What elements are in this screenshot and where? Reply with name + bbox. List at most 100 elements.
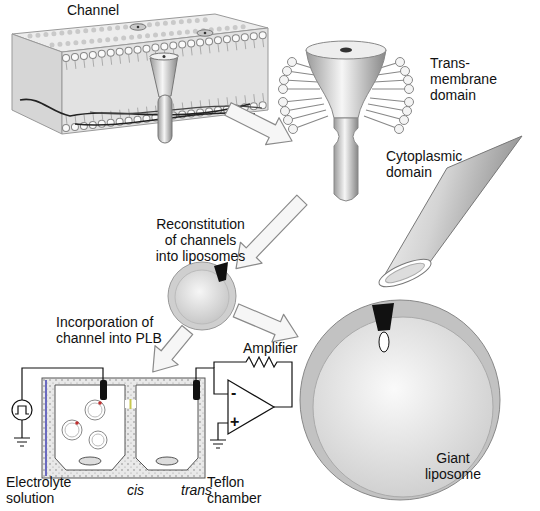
- teflon-chamber: [42, 378, 205, 478]
- lipid-tails: [368, 104, 407, 111]
- lipid-heads: [280, 76, 289, 85]
- teflon-chamber: [85, 400, 105, 420]
- lipid-tails: [283, 98, 322, 102]
- membrane-slab: [137, 26, 140, 29]
- liposome: [168, 262, 236, 330]
- lipid-heads: [405, 98, 414, 107]
- node-text: Channel: [53, 2, 133, 18]
- membrane-slab: [163, 55, 166, 58]
- hollow-arrow: [236, 195, 307, 268]
- lipid-heads: [283, 67, 292, 76]
- membrane-slab: [150, 55, 178, 97]
- lipid-heads: [279, 85, 288, 94]
- circuit: [22, 368, 103, 400]
- teflon-chamber: [65, 423, 79, 437]
- lipid-heads: [279, 98, 288, 107]
- lipid-heads: [404, 76, 413, 85]
- lipid-heads: [279, 58, 414, 134]
- channel-protein: [306, 41, 386, 59]
- hollow-arrow: [225, 103, 292, 145]
- lipid-heads: [400, 116, 409, 125]
- node-text: Teflon chamber: [207, 474, 269, 506]
- amplifier-label: Amplifier: [243, 340, 313, 356]
- teflon-chamber: [125, 400, 136, 408]
- liposome-node: [168, 262, 236, 330]
- membrane-slab: [90, 106, 262, 114]
- teflon-chamber: [156, 457, 178, 465]
- lipid-heads: [405, 85, 414, 94]
- step-label: Incorporation of channel into PLB: [56, 314, 172, 346]
- circuit: [228, 380, 274, 434]
- lipid-heads: [395, 125, 404, 134]
- giant-liposome: Giant liposome: [298, 298, 502, 502]
- isolated-channel: Trans-membrane domainCytoplasmic domain: [292, 38, 505, 200]
- giant-liposome-shape: [313, 317, 493, 497]
- membrane-slab: [197, 30, 213, 36]
- giant-liposome-shape: [300, 300, 500, 500]
- lipid-tails: [364, 116, 399, 129]
- bilayer-chamber: Electrolyte solution Teflon chamber cis tra…: [4, 372, 268, 510]
- giant-liposome-shape: [372, 303, 394, 331]
- membrane-slab: [130, 24, 146, 30]
- channel-protein: [340, 48, 352, 53]
- circuit: [210, 440, 226, 448]
- circuit: [14, 438, 30, 446]
- teflon-chamber: [45, 380, 47, 476]
- liposome: [214, 262, 228, 282]
- lipid-tails: [370, 98, 409, 102]
- lipid-tails: [284, 80, 318, 82]
- membrane-slab: [12, 34, 62, 134]
- teflon-chamber: [79, 457, 101, 465]
- circuit: [12, 357, 292, 448]
- patch-pipette: [376, 254, 435, 292]
- teflon-chamber: [130, 399, 132, 409]
- circuit: [12, 400, 32, 420]
- channel-protein: [306, 50, 386, 118]
- membrane-slab: [30, 19, 212, 36]
- lipid-heads: [396, 58, 405, 67]
- pin-sign: +: [230, 414, 244, 430]
- teflon-chamber: [193, 380, 200, 400]
- circuit: [196, 368, 228, 394]
- node-text: cis: [127, 482, 157, 498]
- giant-liposome-shape: [379, 332, 389, 352]
- lipid-tails: [374, 80, 408, 82]
- node-text: Giant liposome: [413, 450, 493, 482]
- lipid-heads: [288, 58, 297, 67]
- node-text: Cytoplasmic domain: [386, 148, 470, 180]
- circuit: [21, 420, 22, 438]
- lipid-heads: [401, 67, 410, 76]
- channel-protein: [334, 118, 358, 201]
- patch-pipette: [384, 260, 427, 287]
- pin-sign: -: [231, 385, 243, 401]
- circuit: [15, 406, 29, 414]
- teflon-chamber: [55, 385, 125, 470]
- patch-pipette: [376, 136, 522, 292]
- teflon-chamber: [42, 378, 205, 478]
- lipid-tails: [283, 88, 320, 89]
- teflon-chamber: [75, 421, 79, 425]
- lipid-heads: [284, 116, 293, 125]
- patch-pipette: [380, 136, 522, 283]
- teflon-chamber: [98, 401, 102, 405]
- teflon-chamber: [89, 431, 107, 449]
- step-label: Reconstitution of channels into liposome…: [153, 216, 248, 264]
- membrane-slab: [158, 95, 172, 143]
- membrane-slab: [12, 14, 268, 143]
- liposome: [168, 262, 236, 330]
- node-text: trans: [181, 482, 225, 498]
- teflon-chamber: [88, 403, 102, 417]
- lipid-tails: [372, 88, 409, 89]
- membrane-patch: Channel: [8, 2, 228, 132]
- lipid-heads: [403, 107, 412, 116]
- teflon-chamber: [62, 420, 82, 440]
- lipid-tails: [293, 116, 328, 129]
- teflon-chamber: [136, 385, 198, 470]
- hollow-arrow: [233, 304, 298, 342]
- node-text: Electrolyte solution: [6, 474, 78, 506]
- giant-liposome-shape: [300, 300, 500, 500]
- circuit: [218, 423, 228, 440]
- teflon-chamber: [100, 380, 107, 400]
- teflon-chamber: [92, 434, 104, 446]
